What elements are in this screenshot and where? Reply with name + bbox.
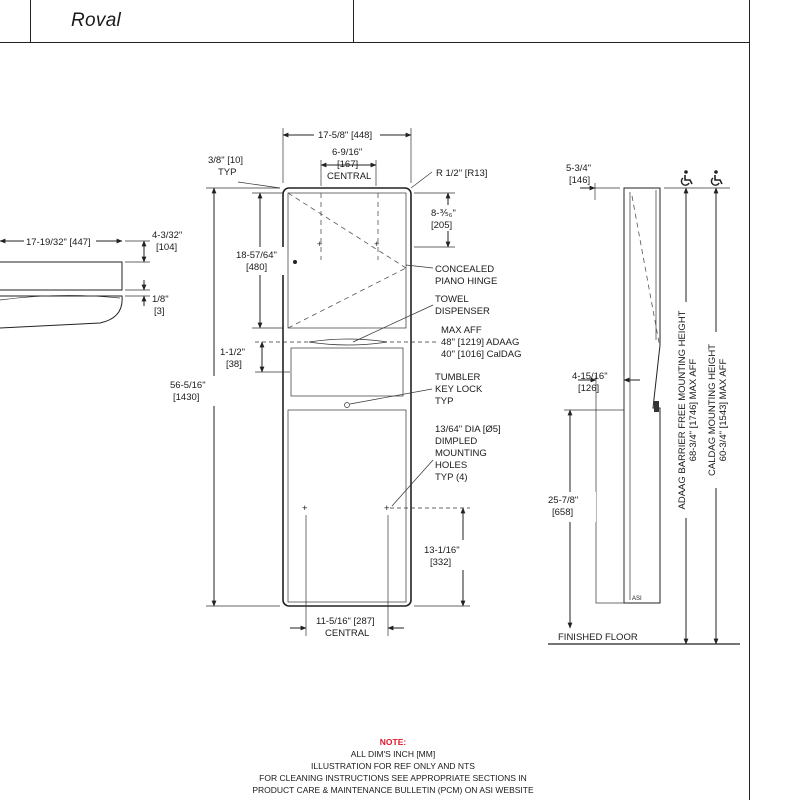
central-top-label: CENTRAL [327,171,371,182]
finished-floor-label: FINISHED FLOOR [558,632,638,643]
edge-dim: 3/8" [10] [208,155,243,166]
callout-aff-2: 48" [1219] ADAAG [441,337,519,348]
title-block-brand: Roval [31,0,354,43]
side-height-dim: 4-3/32" [152,230,182,241]
callout-aff-3: 40" [1016] CalDAG [441,349,521,360]
title-block-left [0,0,31,43]
upper-height-dim: 18-57/64" [236,250,277,261]
central-top-mm: [167] [337,159,358,170]
side-view: 17-19/32" [447] 4-3/32" [104] 1/8" [3] [0,230,182,329]
svg-text:+: + [317,239,323,250]
overall-height-mm: [1430] [173,392,199,403]
callout-holes-2: DIMPLED [435,436,477,447]
central-bottom-label: CENTRAL [325,628,369,639]
side-thickness-dim: 1/8" [152,294,169,305]
callout-holes-5: TYP (4) [435,472,468,483]
hole-top-dim: 8-⅗₆" [431,208,456,219]
callout-holes-1: 13/64" DIA [Ø5] [435,424,501,435]
central-top-dim: 6-9/16" [332,147,362,158]
svg-text:+: + [384,503,390,514]
small-mm: [38] [226,359,242,370]
sheet-right-border [749,0,750,800]
adaag-label-2: 68-3/4" [1746] MAX AFF [688,358,699,461]
edge-label: TYP [218,167,236,178]
profile-height-dim: 25-7/8" [548,495,578,506]
callout-hinge-2: PIANO HINGE [435,276,497,287]
adaag-label-1: ADAAG BARRIER FREE MOUNTING HEIGHT [677,310,688,509]
svg-text:ASI: ASI [632,596,642,602]
callout-holes-3: MOUNTING [435,448,487,459]
note-line: ILLUSTRATION FOR REF ONLY AND NTS [311,761,475,771]
svg-text:+: + [302,503,308,514]
hole-top-mm: [205] [431,220,452,231]
caldag-label-1: CALDAG MOUNTING HEIGHT [707,344,718,476]
note-line: PRODUCT CARE & MAINTENANCE BULLETIN (PCM… [252,785,534,795]
callout-aff-1: MAX AFF [441,325,482,336]
profile-depth-dim: 5-3/4" [566,163,591,174]
callout-hinge-1: CONCEALED [435,264,494,275]
profile-recess-dim: 4-15/16" [572,371,608,382]
overall-width-dim: 17-5/8" [448] [318,130,372,141]
note-line: ALL DIM'S INCH [MM] [350,749,436,759]
small-dim: 1-1/2" [220,347,245,358]
side-width-dim: 17-19/32" [447] [26,237,91,248]
front-view: + + + + 17-5/8" [448] 6-9/16" [167] CENT… [170,128,521,639]
callout-holes-4: HOLES [435,460,467,471]
profile-recess-mm: [126] [578,383,599,394]
drawing-note: NOTE: ALL DIM'S INCH [MM] ILLUSTRATION F… [0,736,786,796]
caldag-label-2: 60-3/4" [1543] MAX AFF [718,358,729,461]
profile-view: ASI 5-3/4" [146] 4-15/16" [126] 25-7/8" … [544,163,740,645]
svg-text:+: + [374,239,380,250]
profile-depth-mm: [146] [569,175,590,186]
callout-lock-1: TUMBLER [435,372,481,383]
upper-height-mm: [480] [246,262,267,273]
callout-towel-1: TOWEL [435,294,469,305]
lower-height-mm: [332] [430,557,451,568]
accessibility-icon-caldag [710,170,723,186]
brand-name: Roval [71,10,122,31]
profile-height-mm: [658] [552,507,573,518]
side-height-mm: [104] [156,242,177,253]
radius-dim: R 1/2" [R13] [436,168,487,179]
side-thickness-mm: [3] [154,306,165,317]
overall-height-dim: 56-5/16" [170,380,206,391]
callout-towel-2: DISPENSER [435,306,490,317]
accessibility-icon-adaag [680,170,693,186]
callout-lock-2: KEY LOCK [435,384,483,395]
central-bottom-dim: 11-5/16" [287] [316,616,375,627]
note-line: FOR CLEANING INSTRUCTIONS SEE APPROPRIAT… [259,773,527,783]
callout-lock-3: TYP [435,396,453,407]
note-title: NOTE: [379,737,407,747]
lower-height-dim: 13-1/16" [424,545,460,556]
